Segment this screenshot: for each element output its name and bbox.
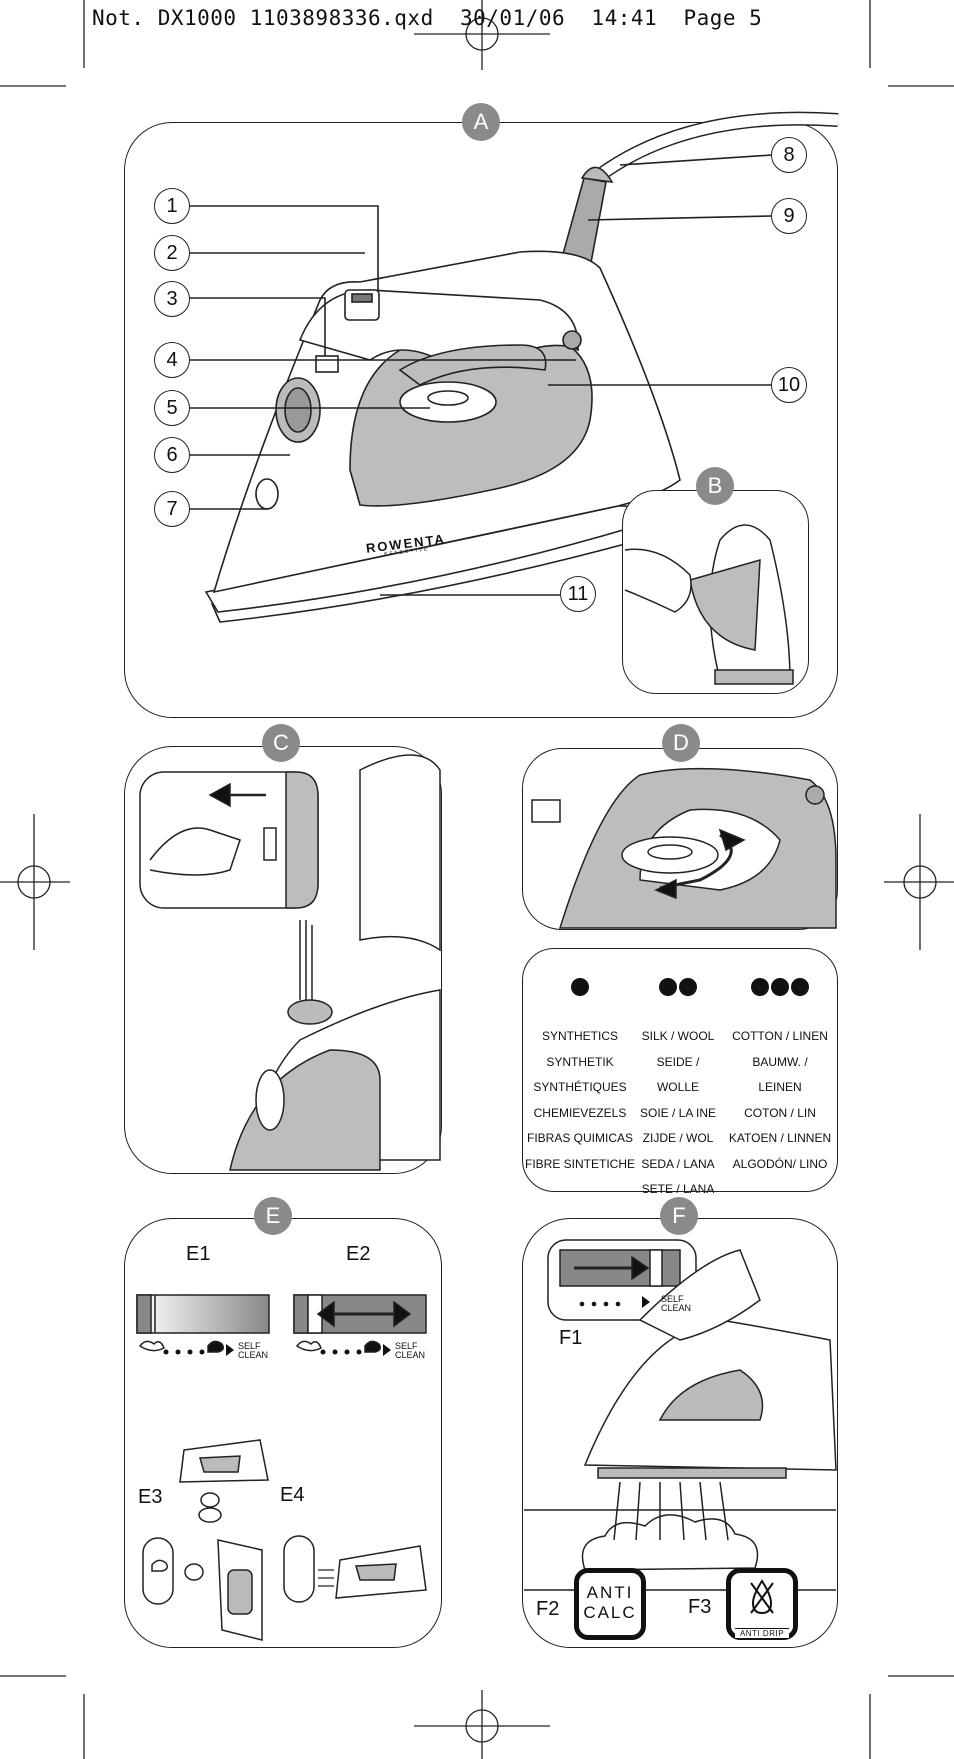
temp-label: COTTON / LINEN xyxy=(732,1029,828,1043)
e2-label: E2 xyxy=(346,1243,371,1265)
temp-dots-2 xyxy=(634,978,722,1008)
callout-3: 3 xyxy=(154,281,190,317)
anti-drip-text: ANTI DRIP xyxy=(735,1628,789,1638)
self-text: SELF xyxy=(661,1294,684,1304)
callout-1: 1 xyxy=(154,188,190,224)
temp-col-2: SILK / WOOL SEIDE / WOLLE SOIE / LA INE … xyxy=(634,978,722,1203)
temp-dot xyxy=(571,978,589,996)
temp-label: SYNTHÉTIQUES xyxy=(533,1080,627,1094)
temp-label: FIBRAS QUIMICAS xyxy=(526,1131,633,1145)
callout-10: 10 xyxy=(771,367,807,403)
clean-text: CLEAN xyxy=(661,1303,692,1313)
e4-label: E4 xyxy=(280,1484,305,1506)
panel-e-label: E xyxy=(254,1197,292,1235)
temp-dot xyxy=(679,978,697,996)
panel-c-label: C xyxy=(262,724,300,762)
e2-self-clean: SELF CLEAN xyxy=(395,1342,425,1360)
panel-b-label: B xyxy=(696,467,734,505)
temp-label: FIBRE SINTETICHE xyxy=(524,1156,635,1171)
callout-6: 6 xyxy=(154,437,190,473)
temp-label: ZIJDE / WOL xyxy=(642,1131,714,1145)
temp-dot xyxy=(751,978,769,996)
anti-drip-sign: ANTI DRIP xyxy=(726,1568,798,1640)
temp-label: SETE / LANA xyxy=(641,1182,715,1196)
f3-label: F3 xyxy=(688,1596,712,1618)
anti-calc-sign: ANTI CALC xyxy=(574,1568,646,1640)
clean-text: CLEAN xyxy=(238,1350,269,1360)
temp-col-3: COTTON / LINEN BAUMW. / LEINEN COTON / L… xyxy=(724,978,836,1177)
clean-text: CLEAN xyxy=(395,1350,426,1360)
anti-calc-line-2: CALC xyxy=(583,1603,637,1622)
temp-label: SILK / WOOL xyxy=(641,1029,715,1043)
panel-a-label: A xyxy=(462,103,500,141)
temp-label: SYNTHETIK xyxy=(546,1054,614,1069)
panel-d-label: D xyxy=(662,724,700,762)
temp-dot xyxy=(771,978,789,996)
print-slug: Not. DX1000 1103898336.qxd 30/01/06 14:4… xyxy=(92,6,763,30)
temp-col-1: SYNTHETICS SYNTHETIK SYNTHÉTIQUES CHEMIE… xyxy=(524,978,636,1177)
anti-calc-line-1: ANTI xyxy=(586,1583,634,1602)
no-drip-icon xyxy=(750,1579,774,1615)
f2-label: F2 xyxy=(536,1598,560,1620)
f1-label: F1 xyxy=(559,1327,583,1349)
temp-label: BAUMW. / xyxy=(752,1054,808,1069)
e1-self-clean: SELF CLEAN xyxy=(238,1342,268,1360)
callout-4: 4 xyxy=(154,342,190,378)
temp-label: SEDA / LANA xyxy=(641,1156,715,1171)
temp-label: COTON / LIN xyxy=(744,1105,816,1120)
callout-2: 2 xyxy=(154,235,190,271)
temp-label: SEIDE / WOLLE xyxy=(656,1054,700,1095)
temp-label: LEINEN xyxy=(758,1080,802,1094)
self-text: SELF xyxy=(238,1341,261,1351)
temp-label: KATOEN / LINNEN xyxy=(728,1131,832,1145)
temp-label: SOIE / LA INE xyxy=(639,1105,717,1120)
temp-dot xyxy=(659,978,677,996)
temp-dots-3 xyxy=(724,978,836,1008)
e3-label: E3 xyxy=(138,1486,163,1508)
temp-label: CHEMIEVEZELS xyxy=(533,1105,627,1120)
callout-5: 5 xyxy=(154,390,190,426)
callout-8: 8 xyxy=(771,137,807,173)
panel-f-label: F xyxy=(660,1197,698,1235)
callout-11: 11 xyxy=(560,576,596,612)
callout-7: 7 xyxy=(154,491,190,527)
temp-dot xyxy=(791,978,809,996)
temp-label: SYNTHETICS xyxy=(541,1029,618,1043)
e1-label: E1 xyxy=(186,1243,211,1265)
temp-label: ALGODÓN/ LINO xyxy=(732,1156,828,1171)
f1-self-clean: SELF CLEAN xyxy=(661,1295,691,1313)
callout-9: 9 xyxy=(771,198,807,234)
temp-dots-1 xyxy=(524,978,636,1008)
self-text: SELF xyxy=(395,1341,418,1351)
